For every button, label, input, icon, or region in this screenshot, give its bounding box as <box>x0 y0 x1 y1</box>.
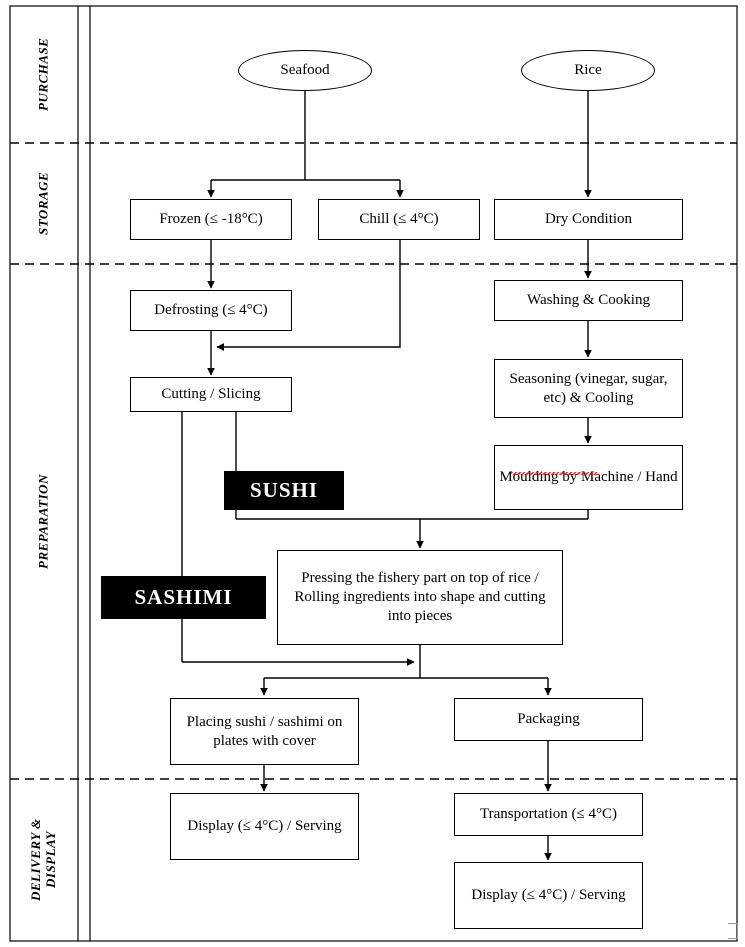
lane-label-storage: STORAGE <box>35 171 51 236</box>
node-seasoning-cooling[interactable]: Seasoning (vinegar, sugar, etc) & Coolin… <box>494 359 683 418</box>
node-display-serving-right[interactable]: Display (≤ 4°C) / Serving <box>454 862 643 929</box>
tag-sushi: SUSHI <box>224 471 344 510</box>
node-seafood[interactable]: Seafood <box>238 50 372 91</box>
node-placing-on-plates[interactable]: Placing sushi / sashimi on plates with c… <box>170 698 359 765</box>
node-cutting-slicing[interactable]: Cutting / Slicing <box>130 377 292 412</box>
node-dry-condition[interactable]: Dry Condition <box>494 199 683 240</box>
lane-label-delivery-display: DELIVERY & DISPLAY <box>28 818 58 902</box>
node-chill[interactable]: Chill (≤ 4°C) <box>318 199 480 240</box>
node-display-serving-left[interactable]: Display (≤ 4°C) / Serving <box>170 793 359 860</box>
node-transportation[interactable]: Transportation (≤ 4°C) <box>454 793 643 836</box>
lane-label-preparation: PREPARATION <box>35 474 51 569</box>
node-moulding[interactable]: Moulding by Machine / Hand <box>494 445 683 510</box>
spellcheck-underline-moulding <box>511 472 599 475</box>
page-corner-marker <box>728 923 738 939</box>
node-rice[interactable]: Rice <box>521 50 655 91</box>
lane-label-purchase: PURCHASE <box>35 37 51 112</box>
tag-sashimi: SASHIMI <box>101 576 266 619</box>
node-frozen[interactable]: Frozen (≤ -18°C) <box>130 199 292 240</box>
node-washing-cooking[interactable]: Washing & Cooking <box>494 280 683 321</box>
node-packaging[interactable]: Packaging <box>454 698 643 741</box>
node-defrosting[interactable]: Defrosting (≤ 4°C) <box>130 290 292 331</box>
node-pressing[interactable]: Pressing the fishery part on top of rice… <box>277 550 563 645</box>
